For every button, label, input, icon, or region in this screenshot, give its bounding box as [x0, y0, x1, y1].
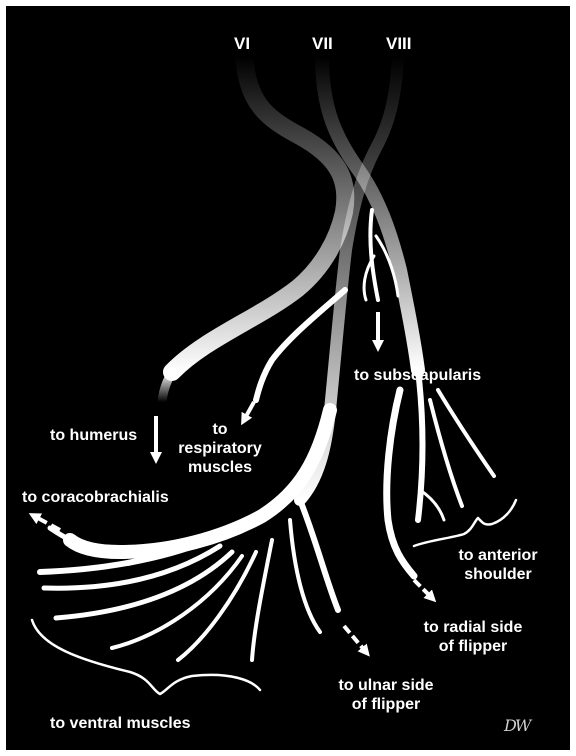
subscapularis-label: to subscapularis	[354, 366, 481, 385]
ventral-muscles-label: to ventral muscles	[50, 714, 191, 733]
coracobrachialis-label: to coracobrachialis	[22, 488, 169, 507]
coracobrachialis-arrow	[34, 516, 60, 530]
ulnar-nerve	[300, 500, 338, 610]
ventral-branch-nerve	[178, 552, 256, 660]
respiratory-arrow	[244, 402, 254, 420]
root-label-viii: VIII	[386, 34, 412, 53]
radial-nerve	[387, 390, 414, 576]
root-vi-nerve	[172, 56, 345, 372]
ulnar-arrow	[344, 626, 366, 652]
radial-side-label: to radial side of flipper	[408, 618, 538, 656]
respiratory-label: to respiratory muscles	[170, 420, 270, 477]
anterior-shoulder-nerve	[418, 370, 423, 520]
anterior-shoulder-label: to anterior shoulder	[448, 546, 548, 584]
radial-arrow	[414, 580, 432, 598]
root-label-vii: VII	[312, 34, 333, 53]
anterior-shoulder-brace	[414, 500, 516, 546]
ulnar-side-label: to ulnar side of flipper	[326, 676, 446, 714]
ventral-brace	[32, 620, 260, 694]
root-label-vi: VI	[234, 34, 250, 53]
artist-signature: DW	[504, 716, 529, 735]
anterior-shoulder-nerve	[420, 490, 444, 520]
humerus-label: to humerus	[50, 426, 137, 445]
humerus-nerve	[162, 372, 172, 402]
anterior-shoulder-nerve	[430, 400, 462, 506]
